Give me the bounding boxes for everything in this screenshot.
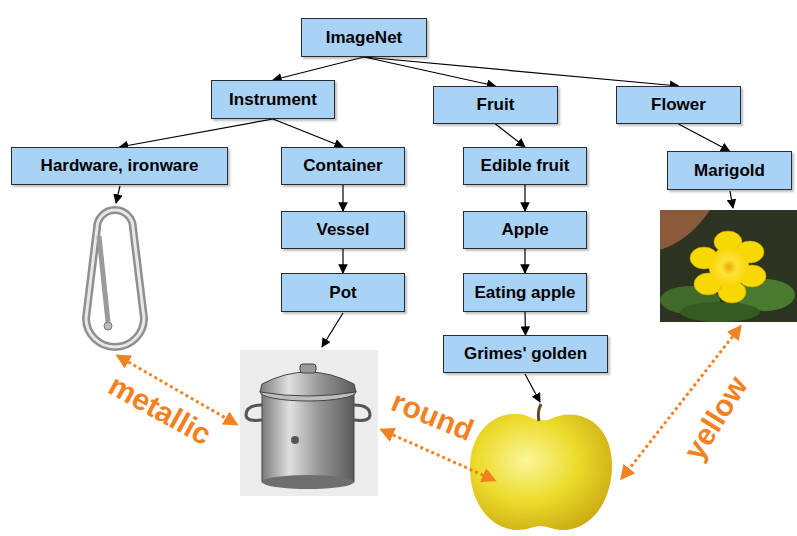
hierarchy-arrow <box>273 57 364 80</box>
category-name: ImageNet <box>326 28 403 48</box>
category-box: Marigold <box>667 151 792 190</box>
category-box: Container <box>281 147 405 185</box>
category-name: Grimes' golden <box>464 344 587 364</box>
carabiner-picture <box>86 210 144 347</box>
category-box: Instrument <box>211 80 335 119</box>
hierarchy-arrow <box>364 57 496 86</box>
category-name: Container <box>303 156 382 176</box>
category-name: Vessel <box>317 220 370 240</box>
hierarchy-arrow <box>524 185 525 211</box>
category-box: Grimes' golden <box>443 335 608 373</box>
pot-picture <box>240 350 378 496</box>
hierarchy-arrow <box>273 119 343 147</box>
hierarchy-arrow <box>524 249 525 273</box>
category-name: Flower <box>651 95 706 115</box>
category-box: Hardware, ironware <box>11 147 228 185</box>
attribute-label: yellow <box>679 371 753 465</box>
hierarchy-arrow <box>342 249 343 273</box>
category-name: Fruit <box>477 95 515 115</box>
category-name: Edible fruit <box>481 156 570 176</box>
category-box: Apple <box>463 211 587 249</box>
category-name: Marigold <box>694 161 765 181</box>
category-box: Flower <box>616 86 741 124</box>
category-box: Edible fruit <box>463 147 587 185</box>
leader-lines <box>116 186 733 402</box>
hierarchy-arrow <box>342 185 343 211</box>
hierarchy-arrow <box>120 119 274 147</box>
category-name: Hardware, ironware <box>41 156 199 176</box>
category-name: Apple <box>501 220 548 240</box>
hierarchy-arrow <box>679 124 730 151</box>
hierarchy-arrow <box>364 57 679 86</box>
category-name: Eating apple <box>474 283 575 303</box>
category-box: Vessel <box>281 211 405 249</box>
marigold-picture <box>660 210 797 322</box>
category-name: Pot <box>329 283 356 303</box>
hierarchy-arrow <box>496 124 526 147</box>
category-name: Instrument <box>229 90 317 110</box>
hierarchy-arrow <box>524 312 526 335</box>
category-box: Fruit <box>433 86 558 124</box>
category-box: Pot <box>281 273 405 312</box>
similarity-arrows <box>118 327 740 480</box>
category-box: ImageNet <box>301 18 427 57</box>
apple-picture <box>470 404 612 530</box>
category-box: Eating apple <box>463 273 587 312</box>
